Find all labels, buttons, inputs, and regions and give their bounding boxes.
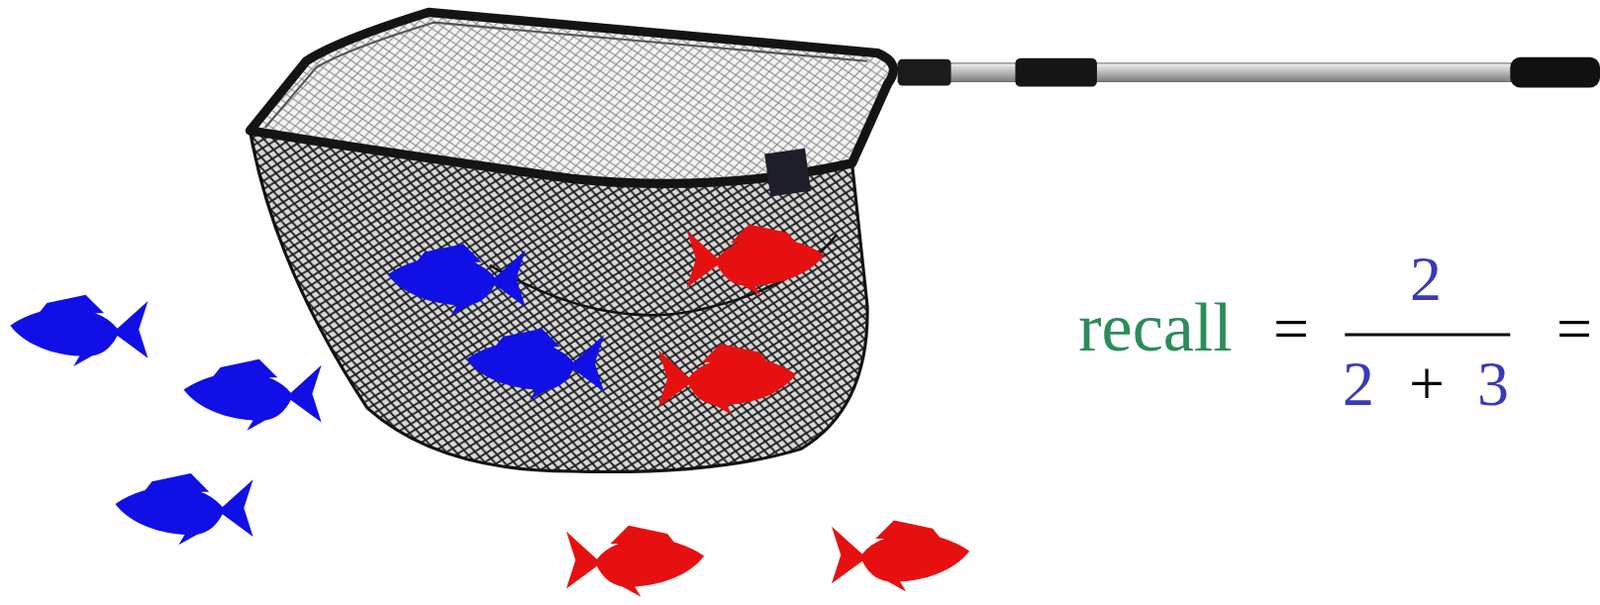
- plus-sign: +: [1408, 352, 1445, 416]
- denominator-term: 2: [1342, 352, 1375, 416]
- net-handle: [898, 57, 1600, 89]
- equals-sign: =: [1273, 297, 1309, 361]
- landing-net: [250, 11, 895, 472]
- equals-sign: =: [1556, 297, 1593, 361]
- metric-name: recall: [1078, 293, 1232, 363]
- blue-fish: [9, 243, 604, 545]
- numerator: 2: [1409, 247, 1442, 311]
- denominator-term: 3: [1477, 352, 1509, 416]
- red-fish: [566, 224, 970, 598]
- fraction-bar: [1344, 332, 1510, 336]
